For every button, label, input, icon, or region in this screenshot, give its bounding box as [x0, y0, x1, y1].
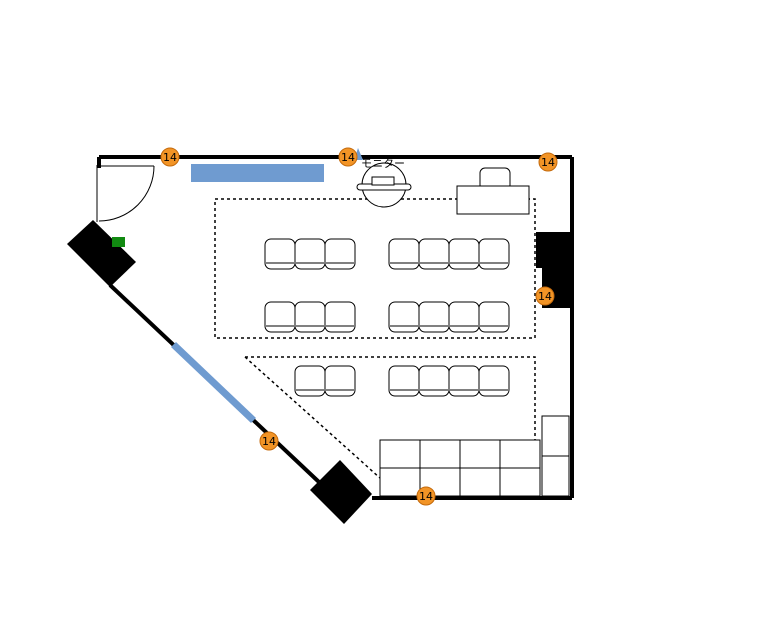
chair-icon	[418, 365, 450, 397]
power-outlet-icon: 14	[259, 431, 279, 451]
storage-cell	[499, 467, 541, 497]
outlet-label: 14	[541, 156, 555, 169]
chair-icon	[478, 238, 510, 270]
chair-icon	[418, 301, 450, 333]
storage-cell	[459, 467, 501, 497]
green-switch-icon	[112, 237, 125, 247]
storage-cell	[459, 439, 501, 469]
door-swing-icon	[98, 165, 155, 222]
monitor-label: モニター	[361, 157, 405, 170]
seating-area-lower-diagonal	[244, 356, 381, 479]
outlet-label: 14	[419, 490, 433, 503]
chair-icon	[324, 301, 356, 333]
chair-icon	[448, 301, 480, 333]
power-outlet-icon: 14	[535, 286, 555, 306]
monitor-camera-icon	[371, 176, 395, 186]
chair-icon	[324, 238, 356, 270]
storage-cell	[499, 439, 541, 469]
seating-area-upper	[214, 198, 536, 339]
pillar-bottom	[310, 460, 372, 524]
power-outlet-icon: 14	[160, 147, 180, 167]
power-outlets: 14 14 14 14 14 14	[160, 147, 558, 506]
pillar-top-left	[67, 220, 136, 287]
chair-icon	[388, 365, 420, 397]
storage-grid	[379, 415, 570, 497]
seating-area-lower	[245, 356, 536, 440]
pillar-right-upper	[536, 232, 572, 268]
storage-cell	[379, 467, 421, 497]
chair-rows	[264, 238, 510, 397]
chair-icon	[294, 301, 326, 333]
whiteboard-panel	[191, 164, 324, 182]
door[interactable]	[98, 165, 155, 222]
power-outlet-icon: 14	[538, 152, 558, 172]
window-panel	[171, 342, 256, 423]
chair-icon	[294, 365, 326, 397]
storage-cell	[379, 439, 421, 469]
storage-cell	[419, 439, 461, 469]
chair-icon	[388, 238, 420, 270]
monitor[interactable]: モニター	[354, 148, 412, 208]
chair-icon	[418, 238, 450, 270]
chair-icon	[324, 365, 356, 397]
chair-icon	[478, 365, 510, 397]
chair-icon	[448, 365, 480, 397]
chair-icon	[388, 301, 420, 333]
outlet-label: 14	[341, 151, 355, 164]
storage-cell	[541, 455, 570, 497]
chair-icon	[294, 238, 326, 270]
power-outlet-icon: 14	[416, 486, 436, 506]
power-outlet-icon: 14	[338, 147, 358, 167]
outlet-label: 14	[262, 435, 276, 448]
chair-icon	[478, 301, 510, 333]
outlet-label: 14	[538, 290, 552, 303]
desk	[456, 185, 530, 215]
outlet-label: 14	[163, 151, 177, 164]
chair-icon	[448, 238, 480, 270]
storage-cell	[541, 415, 570, 457]
chair-icon	[264, 238, 296, 270]
chair-icon	[264, 301, 296, 333]
